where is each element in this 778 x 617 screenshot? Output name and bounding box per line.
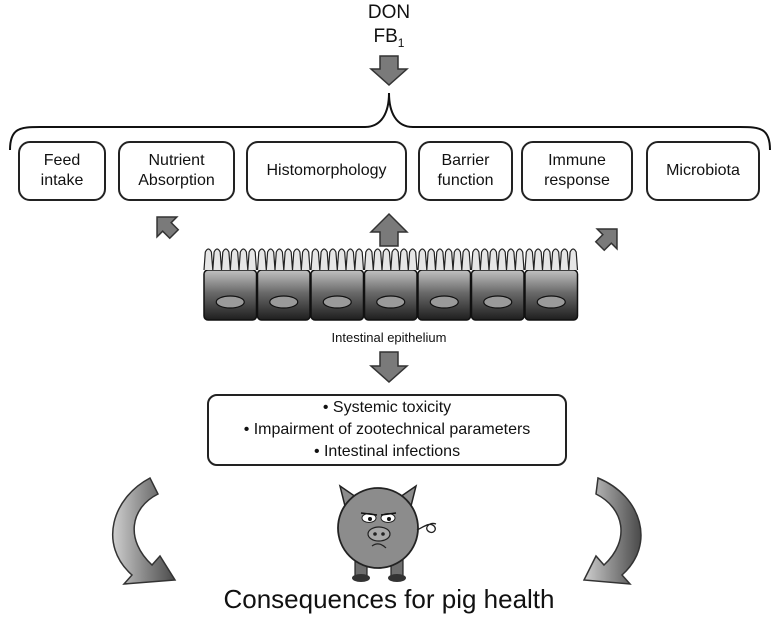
left-curved-arrow: [112, 476, 177, 585]
input-toxin-fb1: FB1: [350, 26, 428, 54]
effect-label-line: Feed: [43, 152, 81, 169]
epithelial-cell: [524, 248, 579, 321]
epithelial-cell: [256, 248, 311, 321]
epithelial-cell: [203, 248, 258, 321]
effect-nutrient-absorption: Nutrient Absorption: [118, 141, 235, 201]
effect-histomorphology: Histomorphology: [246, 141, 407, 201]
effect-label-line: intake: [40, 172, 84, 189]
fb1-subscript: 1: [397, 35, 405, 50]
effect-label-line: Microbiota: [666, 162, 740, 179]
effect-microbiota: Microbiota: [646, 141, 760, 201]
effect-barrier-function: Barrier function: [418, 141, 513, 201]
arrow-to-feed-intake: [156, 216, 180, 240]
intestinal-epithelium-cells: [203, 248, 579, 321]
arrow-to-immune-response: [594, 228, 618, 252]
epithelial-cell: [363, 248, 418, 321]
consequence-item: • Systemic toxicity: [322, 399, 452, 416]
effect-label-line: Histomorphology: [266, 162, 387, 179]
effect-label-line: Absorption: [138, 172, 215, 189]
epithelium-label: Intestinal epithelium: [331, 330, 447, 345]
epithelial-cell: [310, 248, 365, 321]
input-toxin-don: DON: [367, 2, 411, 23]
fb1-main: FB: [373, 26, 398, 47]
input-down-arrow: [369, 55, 409, 87]
effect-feed-intake: Feed intake: [18, 141, 106, 201]
consequence-item: • Intestinal infections: [313, 443, 461, 460]
effect-label-line: Nutrient: [148, 152, 205, 169]
arrow-to-histomorphology: [369, 212, 409, 247]
epithelial-cell: [470, 248, 525, 321]
effect-label-line: response: [544, 172, 610, 189]
pig-illustration: [337, 484, 437, 582]
footer-title: Consequences for pig health: [223, 584, 555, 614]
effect-label-line: Immune: [548, 152, 606, 169]
consequence-item: • Impairment of zootechnical parameters: [243, 421, 531, 438]
epithelium-down-arrow: [369, 351, 409, 384]
epithelial-cell: [417, 248, 472, 321]
effect-label-line: function: [437, 172, 494, 189]
effect-immune-response: Immune response: [521, 141, 633, 201]
effects-brace: [9, 92, 771, 151]
consequences-box: • Systemic toxicity • Impairment of zoot…: [207, 394, 567, 466]
right-curved-arrow: [582, 476, 642, 585]
effect-label-line: Barrier: [441, 152, 490, 169]
